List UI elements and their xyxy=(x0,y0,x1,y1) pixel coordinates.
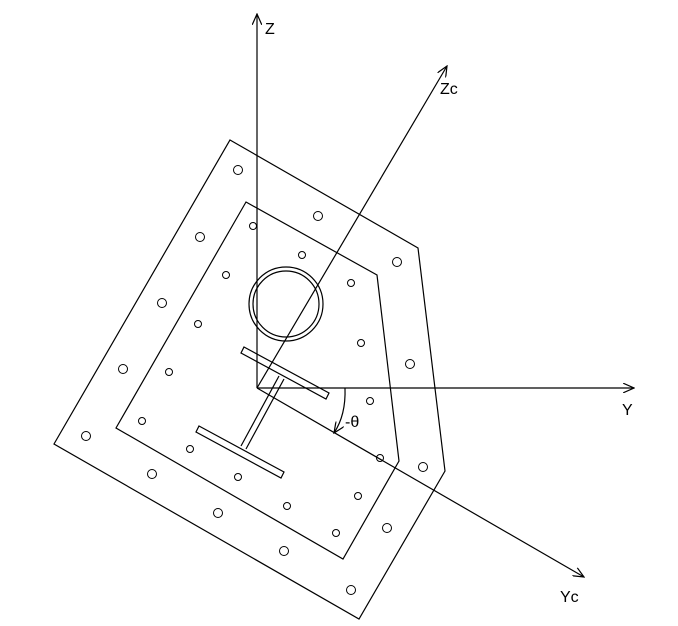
global-axes xyxy=(257,14,634,388)
yc-axis-label: Yc xyxy=(560,589,579,606)
y-axis-label: Y xyxy=(622,402,633,419)
i-beam-section xyxy=(195,346,330,479)
z-axis-label: Z xyxy=(265,21,275,38)
zc-axis-label: Zc xyxy=(440,81,458,98)
outer-bolt-holes xyxy=(81,165,428,595)
inner-plate-outline xyxy=(115,201,400,560)
outer-plate-outline xyxy=(53,139,446,620)
angle-label: -θ xyxy=(345,414,359,431)
inner-bolt-holes xyxy=(138,222,384,537)
angle-arc xyxy=(334,387,346,433)
zc-axis xyxy=(256,66,447,389)
local-axes xyxy=(256,66,584,577)
pipe-section xyxy=(248,266,324,342)
yc-axis xyxy=(256,387,584,577)
